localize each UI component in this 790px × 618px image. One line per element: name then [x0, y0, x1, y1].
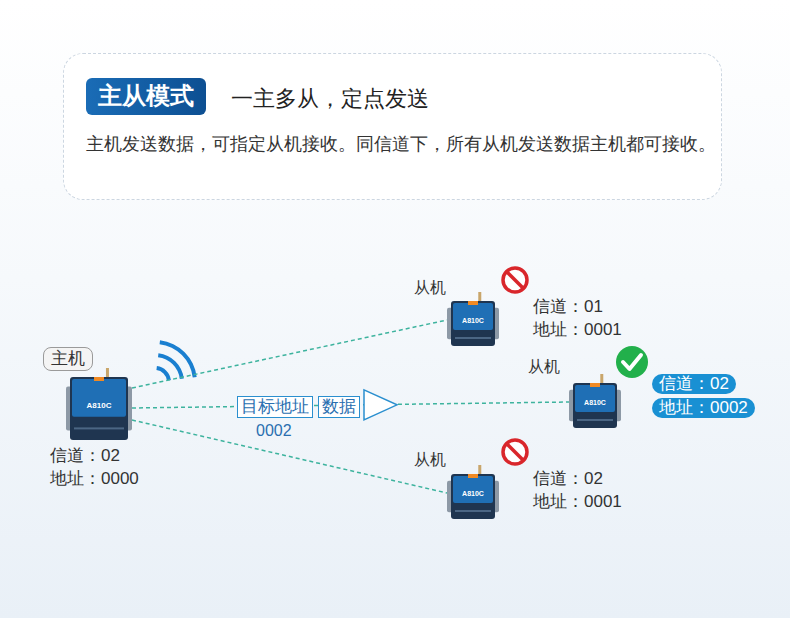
slave-device-text: A810C	[569, 399, 621, 407]
check-sign	[616, 346, 648, 378]
wave-arc	[160, 340, 197, 377]
channel-label: 信道：01	[533, 297, 603, 317]
dashed-link	[132, 420, 447, 493]
wave-arc	[158, 353, 184, 379]
master-tag: 主机	[43, 347, 93, 371]
arrow-head	[364, 390, 397, 420]
slave-device: A810C	[447, 465, 499, 521]
prohibited-sign	[503, 440, 527, 464]
slave-device-text: A810C	[447, 317, 499, 325]
panel-body: 主机发送数据，可指定从机接收。同信道下，所有从机发送数据主机都可接收。	[86, 134, 716, 156]
channel-pill: 信道：02	[652, 374, 736, 394]
prohibited-sign	[503, 268, 527, 292]
mode-badge: 主从模式	[86, 78, 206, 115]
address-field-text: 目标地址	[241, 397, 309, 417]
target-address-value: 0002	[256, 421, 292, 440]
slave-device: A810C	[447, 292, 499, 348]
mode-badge-text: 主从模式	[98, 82, 194, 111]
data-field-text: 数据	[322, 397, 356, 417]
channel-label: 信道：02	[533, 469, 603, 489]
address-label: 地址：0001	[533, 492, 622, 512]
panel-heading: 一主多从，定点发送	[231, 86, 429, 112]
dashed-link	[132, 390, 569, 420]
slave-label: 从机	[528, 357, 560, 376]
address-label: 地址：0001	[533, 320, 622, 340]
channel-label: 信道：02	[50, 446, 120, 466]
slave-device: A810C	[569, 374, 621, 430]
slave-label: 从机	[414, 450, 446, 469]
address-label: 地址：0000	[50, 469, 139, 489]
master-device-text: A810C	[66, 401, 132, 411]
address-field: 目标地址	[237, 396, 313, 418]
slave-device-text: A810C	[447, 490, 499, 498]
link-line	[132, 420, 447, 493]
address-pill-text: 地址：0002	[659, 398, 748, 418]
slave-label: 从机	[414, 278, 446, 297]
address-pill: 地址：0002	[652, 398, 755, 418]
master-tag-text: 主机	[51, 349, 85, 369]
wave-arc	[156, 366, 170, 380]
channel-pill-text: 信道：02	[659, 374, 729, 394]
link-line	[132, 320, 447, 388]
dashed-link	[132, 320, 447, 388]
data-field: 数据	[318, 396, 360, 418]
master-device: A810C	[66, 368, 132, 442]
wireless-waves	[156, 340, 196, 380]
mode-panel: 一主多从，定点发送主机发送数据，可指定从机接收。同信道下，所有从机发送数据主机都…	[63, 53, 722, 200]
